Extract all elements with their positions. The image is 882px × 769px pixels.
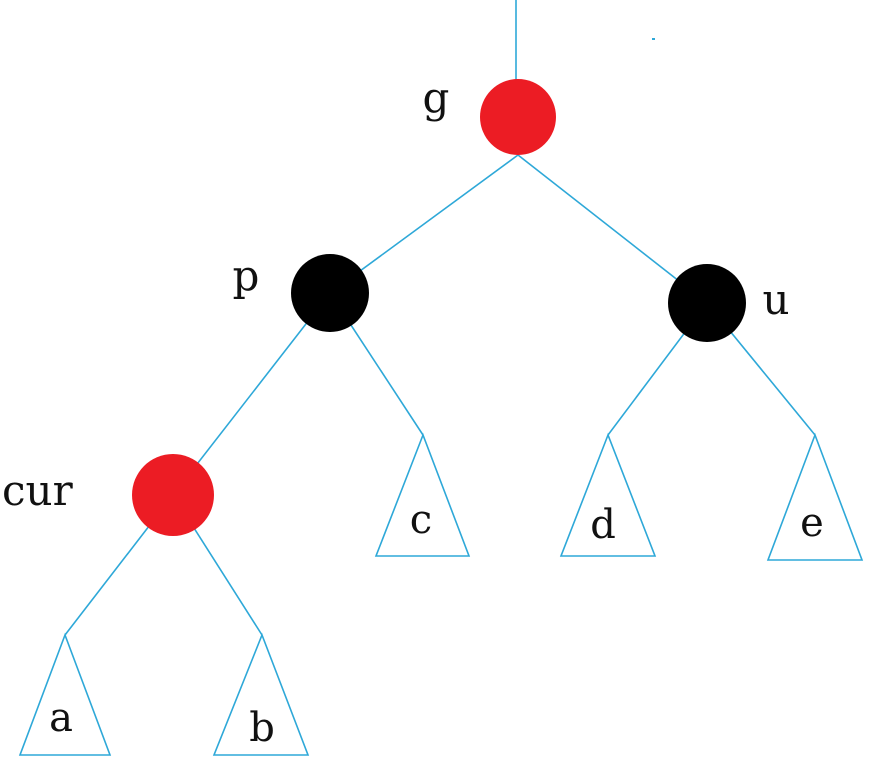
node-u: u (668, 264, 790, 342)
edge-g-to-u (517, 154, 708, 304)
node-cur: cur (2, 454, 214, 536)
node-g-label: g (423, 73, 450, 122)
subtree-a-label: a (49, 695, 73, 741)
subtree-c-label: c (410, 497, 432, 543)
node-p: p (233, 251, 369, 332)
node-cur-circle (132, 454, 214, 536)
subtree-e: e (766, 432, 864, 561)
edge-p-to-cur (172, 292, 331, 496)
subtree-e-triangle (766, 432, 864, 561)
subtree-b-triangle (212, 632, 310, 756)
node-g-circle (480, 79, 556, 155)
node-g: g (423, 73, 556, 155)
subtree-b: b (212, 632, 310, 756)
subtree-d-label: d (590, 502, 616, 548)
node-cur-label: cur (2, 466, 74, 515)
subtree-d: d (559, 432, 657, 557)
subtree-c: c (374, 432, 471, 557)
subtree-e-label: e (800, 500, 824, 546)
node-u-label: u (762, 275, 789, 324)
node-p-label: p (233, 251, 260, 300)
node-u-circle (668, 264, 746, 342)
subtree-d-triangle (559, 432, 657, 557)
subtree-c-triangle (374, 432, 471, 557)
subtree-a: a (18, 632, 112, 756)
node-p-circle (291, 254, 369, 332)
subtree-b-label: b (249, 705, 275, 751)
stray-dot (652, 38, 655, 40)
subtree-a-triangle (18, 632, 112, 756)
